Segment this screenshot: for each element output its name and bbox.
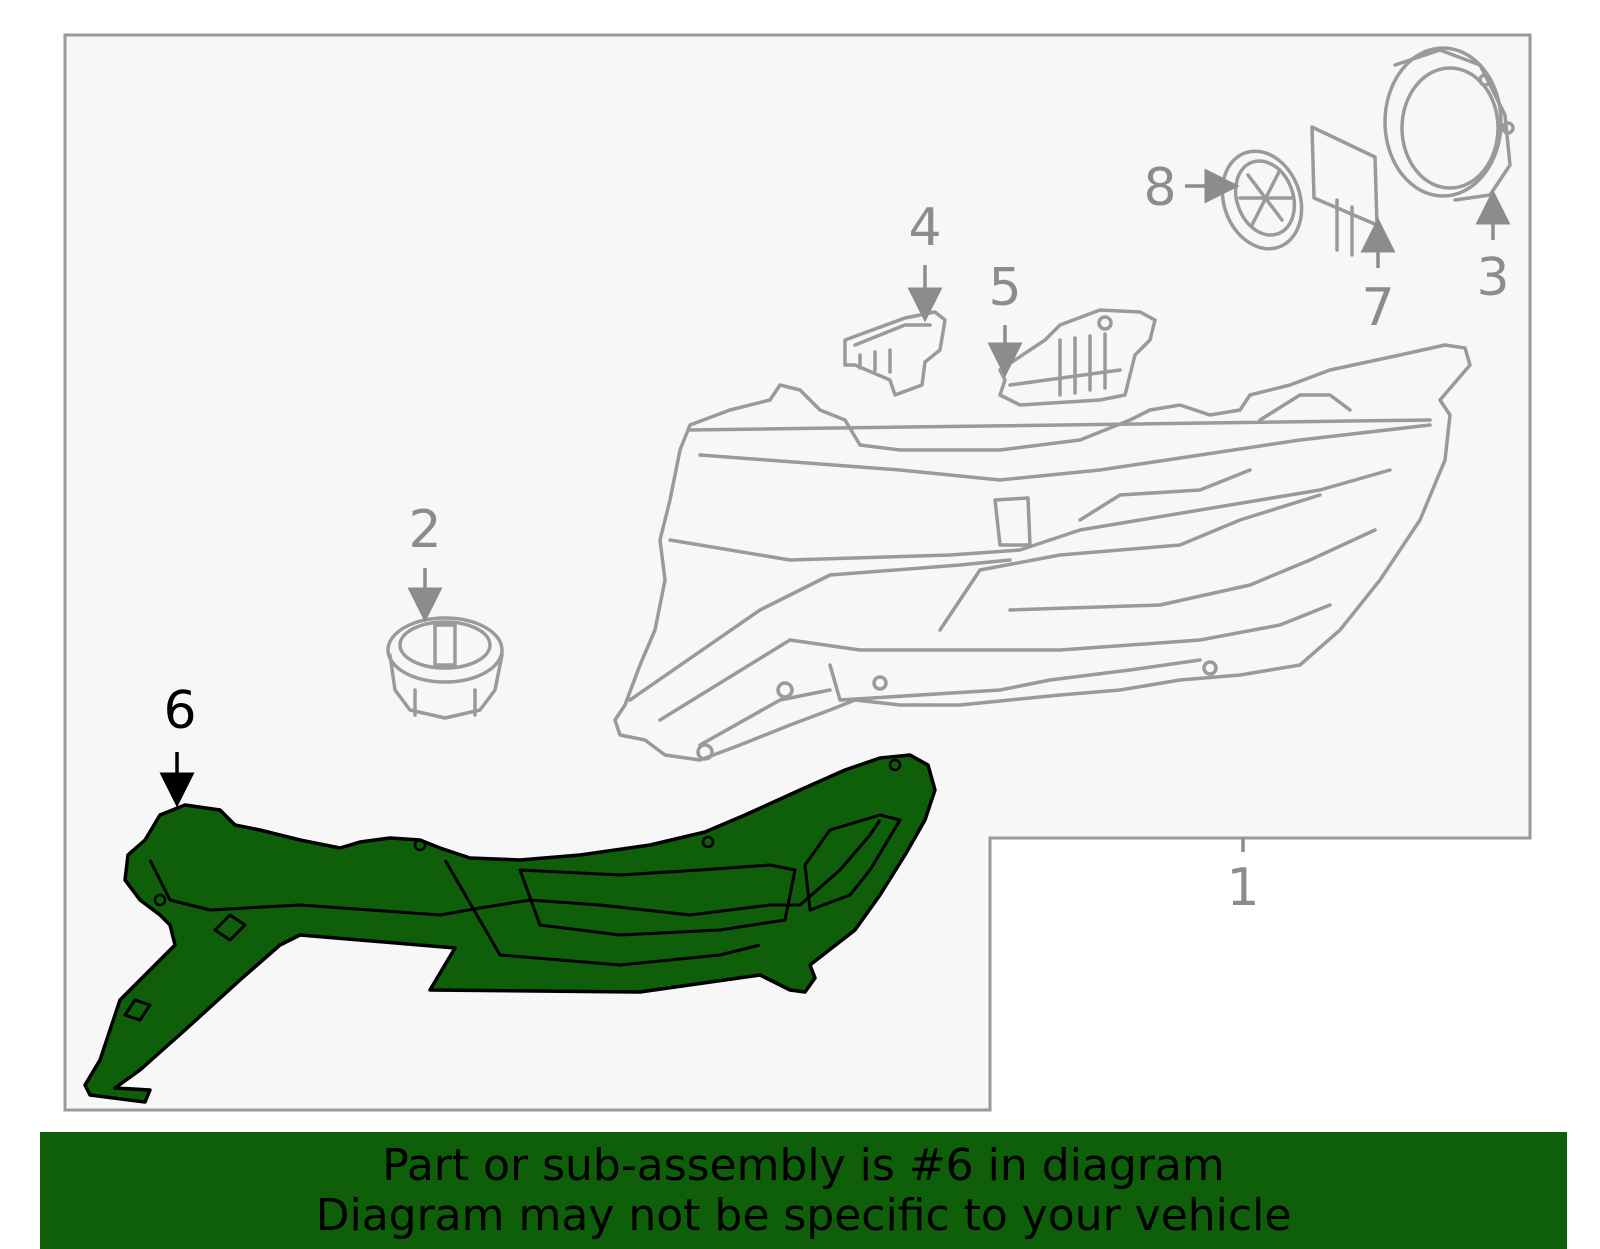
callout-2: 2 [408, 500, 441, 560]
part-5-control-module[interactable] [998, 308, 1157, 407]
callout-5: 5 [988, 258, 1021, 318]
callout-4: 4 [908, 198, 941, 258]
callout-3: 3 [1476, 248, 1509, 308]
callout-1: 1 [1226, 858, 1259, 918]
assembly-frame [63, 33, 1532, 1112]
callout-7: 7 [1361, 278, 1394, 338]
banner-line-disclaimer: Diagram may not be specific to your vehi… [315, 1189, 1292, 1241]
callout-8: 8 [1143, 158, 1176, 218]
part-6-trim-bezel[interactable] [83, 753, 937, 1104]
part-2-bulb-socket[interactable] [386, 616, 504, 720]
info-banner: Part or sub-assembly is #6 in diagram Di… [40, 1132, 1567, 1249]
part-1-headlamp-assembly[interactable] [613, 343, 1472, 762]
part-8-cap-cover[interactable] [1209, 140, 1315, 260]
callout-6: 6 [163, 681, 196, 741]
banner-line-part-number: Part or sub-assembly is #6 in diagram [382, 1139, 1225, 1191]
